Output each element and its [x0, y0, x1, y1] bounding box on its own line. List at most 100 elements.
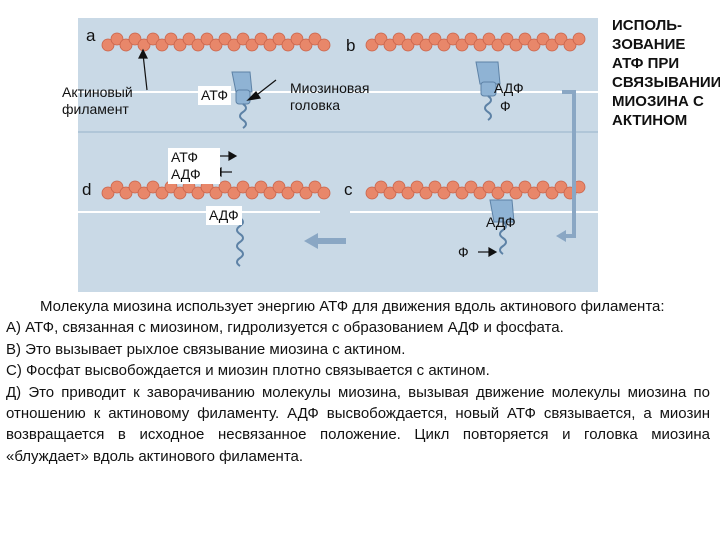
adp-label-b: АДФ [494, 80, 524, 96]
actin-bead [155, 186, 169, 200]
actin-bead [365, 38, 379, 52]
actin-bead [482, 180, 496, 194]
actin-bead [110, 32, 124, 46]
actin-bead [464, 32, 478, 46]
figure-title: ИСПОЛЬ-ЗОВАНИЕ АТФ ПРИ СВЯЗЫВАНИИ МИОЗИН… [612, 17, 720, 129]
actin-bead [245, 38, 259, 52]
figure-artwork [78, 32, 598, 267]
actin-bead [509, 38, 523, 52]
actin-bead [401, 186, 415, 200]
actin-bead [563, 38, 577, 52]
myosin-head-c [489, 199, 515, 255]
actin-bead [545, 186, 559, 200]
actin-bead [554, 32, 568, 46]
actin-bead [236, 32, 250, 46]
actin-bead [401, 38, 415, 52]
actin-bead [392, 32, 406, 46]
phosphate-label-b: Ф [500, 98, 511, 114]
actin-bead [137, 186, 151, 200]
caption-d: Д) Это приводит к заворачиванию молекулы… [6, 383, 710, 465]
actin-bead [227, 38, 241, 52]
actin-bead [290, 180, 304, 194]
actin-bead [263, 186, 277, 200]
caption: Молекула миозина использует энергию АТФ … [6, 296, 710, 467]
actin-bead [554, 180, 568, 194]
actin-bead [473, 186, 487, 200]
phosphate-label-c: Ф [458, 244, 469, 260]
caption-intro: Молекула миозина использует энергию АТФ … [40, 298, 665, 315]
actin-bead [191, 38, 205, 52]
actin-bead [128, 180, 142, 194]
actin-bead [272, 180, 286, 194]
actin-bead [419, 186, 433, 200]
membrane-lines [78, 91, 598, 213]
actin-bead [464, 180, 478, 194]
actin-bead [317, 38, 331, 52]
caption-a: А) АТФ, связанная с миозином, гидролизуе… [6, 319, 564, 337]
cycle-arrow-right [556, 90, 576, 242]
myosin-head-b [231, 71, 253, 129]
actin-bead [218, 180, 232, 194]
actin-bead [281, 38, 295, 52]
panel-label-c: c [344, 180, 353, 199]
actin-bead [263, 38, 277, 52]
actin-bead [173, 186, 187, 200]
actin-bead [254, 180, 268, 194]
actin-bead [200, 32, 214, 46]
actin-bead [455, 38, 469, 52]
actin-bead [428, 32, 442, 46]
figure-panel [78, 18, 598, 292]
actin-bead [473, 38, 487, 52]
actin-bead [527, 186, 541, 200]
actin-filament-label: Актиновый филамент [62, 84, 133, 117]
actin-bead [209, 186, 223, 200]
actin-bead [365, 186, 379, 200]
actin-bead [119, 38, 133, 52]
actin-bead [254, 32, 268, 46]
actin-bead [527, 38, 541, 52]
actin-bead [437, 186, 451, 200]
actin-bead [500, 180, 514, 194]
actin-bead [209, 38, 223, 52]
actin-bead [281, 186, 295, 200]
actin-bead [308, 32, 322, 46]
actin-bead [500, 32, 514, 46]
actin-bead [110, 180, 124, 194]
actin-bead [446, 32, 460, 46]
adp-label-c: АДФ [486, 214, 516, 230]
actin-bead [155, 38, 169, 52]
actin-bead [419, 38, 433, 52]
actin-bead [218, 32, 232, 46]
actin-bead [572, 32, 586, 46]
actin-bead [383, 38, 397, 52]
actin-bead [410, 180, 424, 194]
actin-bead [146, 32, 160, 46]
actin-bead [299, 186, 313, 200]
caption-b: В) Это вызывает рыхлое связывание миозин… [6, 340, 406, 358]
cycle-arrow-left [304, 233, 346, 249]
actin-bead [536, 180, 550, 194]
actin-bead [290, 32, 304, 46]
actin-bead [455, 186, 469, 200]
actin-bead [491, 186, 505, 200]
actin-bead [299, 38, 313, 52]
actin-bead [374, 32, 388, 46]
actin-bead [272, 32, 286, 46]
actin-bead [536, 32, 550, 46]
myosin-cycle-figure: a b c d Актиновый филамент Миозиновая го… [62, 17, 720, 292]
panel-label-a: a [86, 26, 96, 45]
actin-bead [428, 180, 442, 194]
atp-adp-label-d: АТФ АДФ [168, 148, 220, 184]
actin-bead [518, 180, 532, 194]
actin-bead [317, 186, 331, 200]
caption-c: С) Фосфат высвобождается и миозин плотно… [6, 362, 490, 380]
actin-bead [374, 180, 388, 194]
actin-bead [128, 32, 142, 46]
actin-bead [101, 38, 115, 52]
actin-bead [545, 38, 559, 52]
myosin-head-d [236, 217, 244, 267]
adp-label-d-lower: АДФ [206, 206, 242, 225]
actin-bead [227, 186, 241, 200]
actin-filament-top [101, 32, 586, 52]
actin-bead [410, 32, 424, 46]
